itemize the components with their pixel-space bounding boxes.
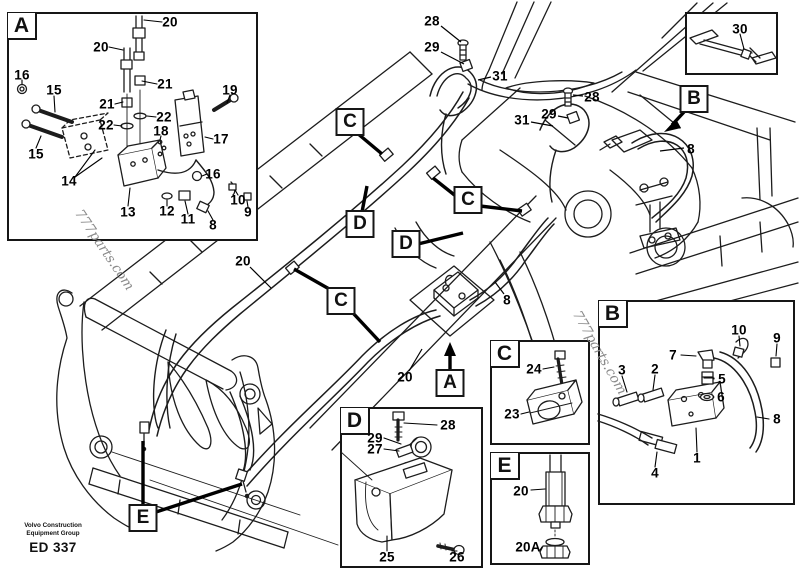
part-label-8: 8 bbox=[687, 141, 695, 157]
part-label-6: 6 bbox=[717, 389, 725, 405]
letter-marker-C: C bbox=[326, 287, 356, 315]
footer-block: Volvo Construction Equipment Group ED 33… bbox=[18, 522, 88, 555]
part-label-5: 5 bbox=[718, 371, 726, 387]
document-code: ED 337 bbox=[29, 540, 77, 555]
part-label-9: 9 bbox=[773, 330, 781, 346]
part-label-2: 2 bbox=[651, 361, 659, 377]
brand-line-2: Equipment Group bbox=[26, 529, 80, 537]
inset-letter-D: D bbox=[341, 408, 370, 435]
part-label-29: 29 bbox=[424, 39, 440, 55]
part-label-25: 25 bbox=[379, 549, 395, 565]
part-label-8: 8 bbox=[773, 411, 781, 427]
part-label-19: 19 bbox=[222, 82, 238, 98]
part-label-16: 16 bbox=[14, 67, 30, 83]
part-label-3: 3 bbox=[618, 362, 626, 378]
inset-b: B bbox=[598, 300, 795, 505]
part-label-1: 1 bbox=[693, 450, 701, 466]
part-label-20: 20 bbox=[235, 253, 251, 269]
part-label-17: 17 bbox=[213, 131, 229, 147]
part-label-28: 28 bbox=[440, 417, 456, 433]
letter-marker-B: B bbox=[679, 85, 709, 113]
part-label-28: 28 bbox=[584, 89, 600, 105]
part-label-15: 15 bbox=[28, 146, 44, 162]
letter-marker-A: A bbox=[435, 369, 465, 397]
part-label-26: 26 bbox=[449, 549, 465, 565]
letter-marker-E: E bbox=[128, 504, 158, 532]
part-label-13: 13 bbox=[120, 204, 136, 220]
part-label-21: 21 bbox=[99, 96, 115, 112]
part-label-28: 28 bbox=[424, 13, 440, 29]
part-label-9: 9 bbox=[244, 204, 252, 220]
inset-letter-E: E bbox=[491, 453, 520, 480]
part-label-10: 10 bbox=[230, 192, 246, 208]
part-label-14: 14 bbox=[61, 173, 77, 189]
part-label-31: 31 bbox=[514, 112, 530, 128]
inset-d: D bbox=[340, 407, 483, 568]
part-label-30: 30 bbox=[732, 21, 748, 37]
part-label-11: 11 bbox=[180, 211, 196, 227]
part-label-16: 16 bbox=[205, 166, 221, 182]
letter-marker-C: C bbox=[453, 186, 483, 214]
part-label-20A: 20A bbox=[515, 539, 541, 555]
part-label-7: 7 bbox=[669, 347, 677, 363]
inset-letter-A: A bbox=[8, 13, 37, 40]
inset-e: E bbox=[490, 452, 590, 565]
part-label-31: 31 bbox=[492, 68, 508, 84]
part-label-4: 4 bbox=[651, 465, 659, 481]
part-label-20: 20 bbox=[397, 369, 413, 385]
letter-marker-D: D bbox=[345, 210, 375, 238]
part-label-12: 12 bbox=[159, 203, 175, 219]
inset-c: C bbox=[490, 340, 590, 445]
part-label-20: 20 bbox=[513, 483, 529, 499]
part-label-8: 8 bbox=[209, 217, 217, 233]
part-label-27: 27 bbox=[367, 441, 383, 457]
part-label-20: 20 bbox=[93, 39, 109, 55]
part-label-24: 24 bbox=[526, 361, 542, 377]
letter-marker-C: C bbox=[335, 108, 365, 136]
inset-letter-B: B bbox=[599, 301, 628, 328]
part-label-10: 10 bbox=[731, 322, 747, 338]
part-label-8: 8 bbox=[503, 292, 511, 308]
part-label-20: 20 bbox=[162, 14, 178, 30]
part-label-18: 18 bbox=[153, 123, 169, 139]
part-label-15: 15 bbox=[46, 82, 62, 98]
brand-line-1: Volvo Construction bbox=[24, 522, 82, 529]
part-label-22: 22 bbox=[156, 109, 172, 125]
part-label-29: 29 bbox=[367, 430, 383, 446]
part-label-22: 22 bbox=[98, 117, 114, 133]
part-label-29: 29 bbox=[541, 106, 557, 122]
part-label-21: 21 bbox=[157, 76, 173, 92]
letter-marker-D: D bbox=[391, 230, 421, 258]
part-label-23: 23 bbox=[504, 406, 520, 422]
inset-letter-C: C bbox=[491, 341, 520, 368]
